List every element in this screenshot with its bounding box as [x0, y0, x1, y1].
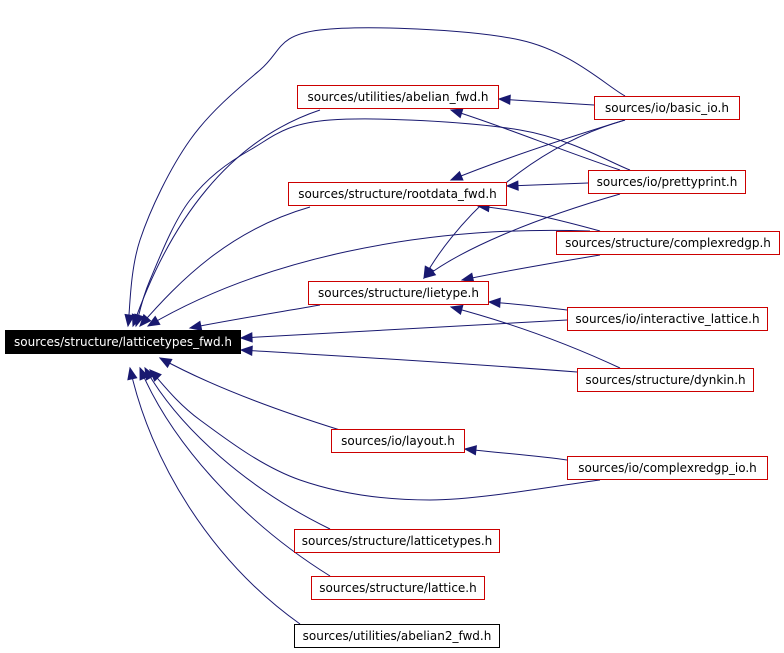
edge-line — [135, 118, 631, 327]
edge-dynkin-to-lietype — [449, 304, 621, 369]
edge-arrowhead — [487, 297, 501, 308]
edge-line — [240, 319, 568, 339]
edge-arrowhead — [449, 304, 464, 316]
edge-line — [139, 367, 331, 577]
edge-prettyprint-to-root — [134, 118, 631, 328]
edge-line — [132, 109, 321, 327]
edge-rootdata-fwd-to-root — [139, 206, 311, 327]
edge-abelian2-fwd-to-root — [127, 366, 301, 625]
node-complexredgp-io-h[interactable]: sources/io/complexredgp_io.h — [567, 456, 768, 480]
edge-arrowhead — [124, 313, 135, 328]
node-prettyprint-h[interactable]: sources/io/prettyprint.h — [588, 170, 746, 194]
edge-prettyprint-to-lietype — [422, 193, 621, 279]
edge-dynkin-to-root — [239, 345, 578, 373]
node-abelian2-fwd-h: sources/utilities/abelian2_fwd.h — [294, 624, 500, 648]
edge-line — [450, 306, 621, 369]
node-interactive-lattice-h[interactable]: sources/io/interactive_lattice.h — [567, 307, 768, 331]
edge-arrowhead — [505, 180, 519, 191]
node-lietype-h[interactable]: sources/structure/lietype.h — [308, 281, 489, 305]
node-basic-io-h[interactable]: sources/io/basic_io.h — [594, 96, 740, 120]
node-latticetypes-fwd-h: sources/structure/latticetypes_fwd.h — [5, 330, 241, 354]
edge-line — [129, 367, 301, 625]
edge-line — [240, 349, 578, 373]
edge-line — [477, 205, 601, 232]
edge-line — [127, 27, 626, 327]
edge-arrowhead — [139, 366, 150, 381]
edge-arrowhead — [239, 332, 253, 343]
edge-arrowhead — [449, 108, 464, 119]
node-rootdata-fwd-h[interactable]: sources/structure/rootdata_fwd.h — [288, 182, 507, 206]
edge-complexredgp-io-to-layout — [463, 445, 568, 461]
edge-prettyprint-to-abelian-fwd — [449, 108, 621, 171]
edge-arrowhead — [127, 366, 138, 381]
edge-lietype-to-root — [188, 304, 321, 331]
node-complexredgp-h[interactable]: sources/structure/complexredgp.h — [556, 231, 780, 255]
edge-arrowhead — [239, 345, 253, 356]
edge-arrowhead — [134, 313, 145, 328]
node-layout-h[interactable]: sources/io/layout.h — [331, 429, 465, 453]
node-dynkin-h[interactable]: sources/structure/dynkin.h — [577, 368, 754, 392]
edge-layout-to-root — [158, 357, 341, 431]
edge-arrowhead — [463, 445, 477, 456]
node-abelian-fwd-h[interactable]: sources/utilities/abelian_fwd.h — [297, 85, 499, 109]
edge-basic-io-to-root — [124, 27, 626, 328]
edge-arrowhead — [146, 315, 161, 327]
edge-line — [147, 229, 591, 327]
edge-line — [450, 109, 621, 171]
edge-interactive-lattice-to-lietype — [487, 297, 568, 311]
edge-basic-io-to-abelian-fwd — [497, 94, 595, 106]
edge-arrowhead — [158, 357, 173, 369]
edge-line — [159, 357, 341, 431]
edge-lattice-to-root — [139, 366, 331, 577]
edge-prettyprint-to-rootdata-fwd — [505, 180, 589, 191]
edge-line — [461, 254, 601, 281]
edge-arrowhead — [449, 170, 464, 181]
edge-arrowhead — [139, 313, 152, 327]
edge-complexredgp-to-lietype — [460, 254, 601, 283]
edge-arrowhead — [422, 266, 437, 279]
edge-arrowhead — [497, 94, 511, 105]
edge-line — [144, 367, 331, 530]
edge-complexredgp-to-root — [146, 229, 591, 327]
node-lattice-h[interactable]: sources/structure/lattice.h — [311, 576, 485, 600]
edge-arrowhead — [188, 320, 203, 331]
edge-line — [139, 206, 311, 327]
edge-line — [189, 304, 321, 329]
edge-line — [149, 369, 601, 501]
edge-interactive-lattice-to-root — [239, 319, 568, 343]
edge-line — [423, 193, 621, 279]
node-latticetypes-h[interactable]: sources/structure/latticetypes.h — [294, 529, 500, 553]
